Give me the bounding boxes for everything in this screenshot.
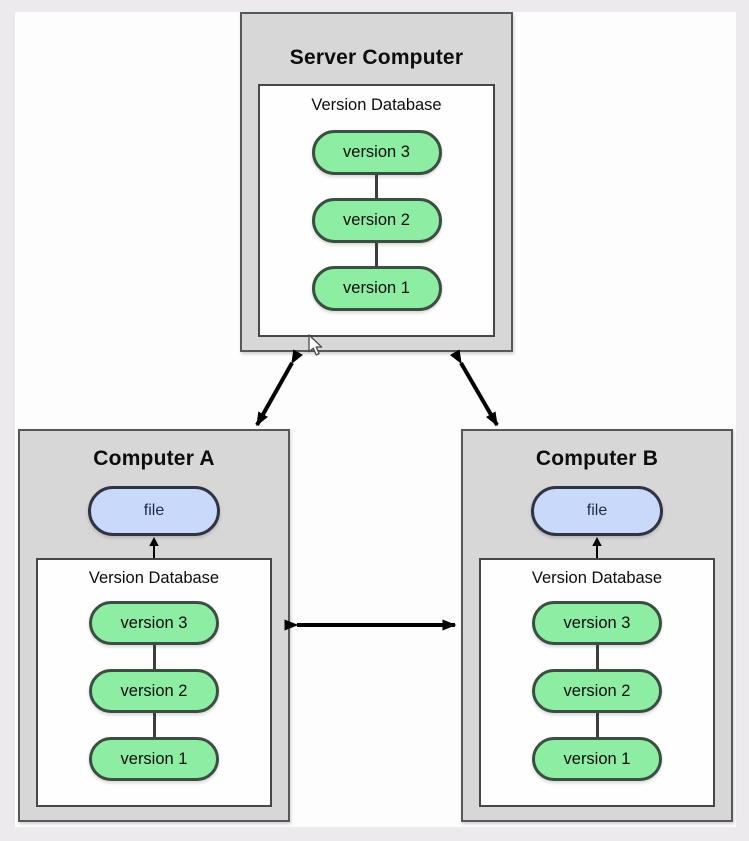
version-connector-line	[375, 243, 378, 266]
version-node: version 1	[311, 266, 442, 311]
version-database-label: Version Database	[531, 569, 663, 587]
version-connector-line	[375, 175, 378, 198]
computer-b-title: Computer B	[535, 447, 659, 470]
computer-a-title: Computer A	[93, 447, 215, 470]
server-computer-panel: Server Computer Version Database version…	[240, 12, 513, 352]
server-computer-title: Server Computer	[289, 46, 464, 69]
version-node: version 3	[89, 601, 219, 645]
version-connector-line	[152, 713, 156, 737]
file-node: file	[531, 486, 663, 536]
version-database-label: Version Database	[88, 569, 220, 587]
file-checkout-arrow-icon	[592, 537, 602, 558]
version-node: version 1	[89, 737, 219, 781]
version-connector-line	[595, 713, 599, 737]
version-node: version 2	[89, 669, 219, 713]
computer-b-panel: Computer B file Version Database version…	[461, 429, 733, 822]
version-node: version 3	[532, 601, 662, 645]
file-node: file	[88, 486, 220, 536]
computer-a-panel: Computer A file Version Database version…	[18, 429, 290, 822]
version-node: version 3	[311, 130, 442, 175]
version-node: version 1	[532, 737, 662, 781]
version-connector-line	[152, 645, 156, 669]
version-database-label: Version Database	[311, 96, 442, 114]
version-node: version 2	[311, 198, 442, 243]
computer-b-version-database: Version Database version 3 version 2 ver…	[479, 558, 715, 807]
version-connector-line	[595, 645, 599, 669]
version-node: version 2	[532, 669, 662, 713]
file-checkout-arrow-icon	[149, 537, 159, 558]
computer-a-version-database: Version Database version 3 version 2 ver…	[36, 558, 272, 807]
server-version-database: Version Database version 3 version 2 ver…	[258, 84, 495, 337]
